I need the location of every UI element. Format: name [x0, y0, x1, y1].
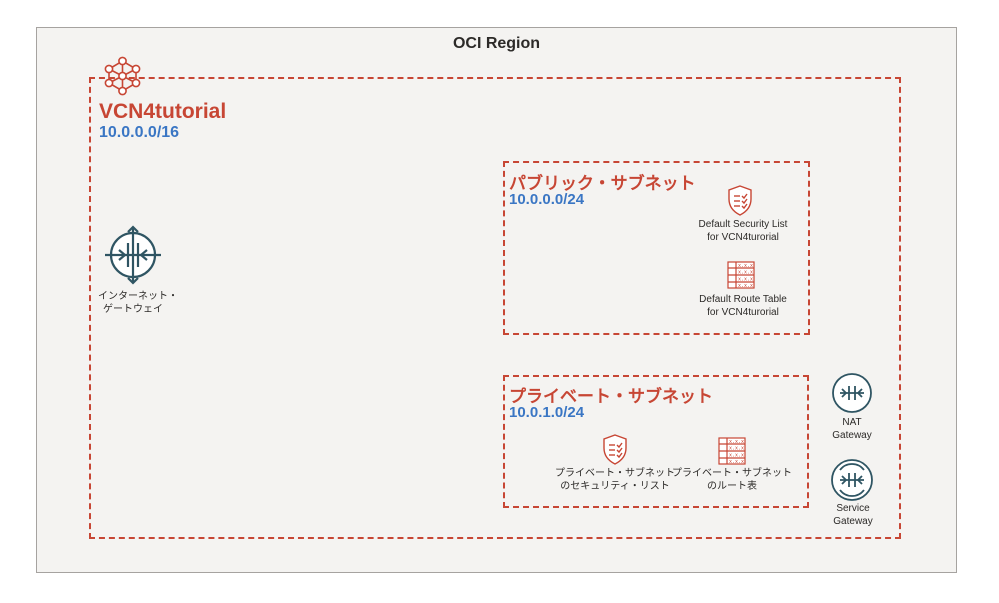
svg-text:x.x.x: x.x.x: [738, 263, 753, 269]
region-title: OCI Region: [452, 35, 541, 52]
public-route-table-label: Default Route Table for VCN4turorial: [699, 294, 787, 318]
service-gateway-icon: [831, 459, 873, 501]
vcn-name: VCN4tutorial: [99, 100, 227, 123]
internet-gateway-icon: [105, 225, 161, 285]
public-subnet-title: パブリック・サブネット: [509, 174, 696, 193]
private-security-list-label: プライベート・サブネット のセキュリティ・リスト: [555, 468, 675, 492]
nat-gateway-label: NAT Gateway: [832, 417, 872, 441]
svg-text:x.x.x: x.x.x: [738, 277, 753, 283]
internet-gateway-label: インターネット・ ゲートウェイ: [98, 291, 178, 315]
nat-gateway-icon: [832, 373, 872, 413]
vcn-boundary: [89, 77, 901, 539]
svg-text:x.x.x: x.x.x: [738, 283, 753, 289]
private-subnet-cidr: 10.0.1.0/24: [509, 404, 585, 421]
svg-text:x.x.x: x.x.x: [729, 446, 744, 452]
security-list-icon: [603, 434, 627, 465]
svg-text:x.x.x: x.x.x: [738, 270, 753, 276]
vcn-cidr: 10.0.0.0/16: [99, 124, 180, 141]
vcn-network-icon: [104, 56, 141, 96]
public-security-list-label: Default Security List for VCN4turorial: [698, 219, 788, 243]
private-subnet-title: プライベート・サブネット: [509, 387, 713, 406]
security-list-icon: [728, 185, 752, 216]
private-subnet: [503, 375, 809, 508]
public-subnet: [503, 161, 810, 335]
service-gateway-label: Service Gateway: [833, 503, 873, 527]
public-subnet-cidr: 10.0.0.0/24: [509, 191, 585, 208]
svg-text:x.x.x: x.x.x: [729, 439, 744, 445]
svg-text:x.x.x: x.x.x: [729, 459, 744, 465]
route-table-icon: x.x.x x.x.x x.x.x x.x.x: [718, 437, 746, 465]
private-route-table-label: プライベート・サブネット のルート表: [672, 468, 792, 492]
svg-text:x.x.x: x.x.x: [729, 453, 744, 459]
route-table-icon: x.x.x x.x.x x.x.x x.x.x: [727, 261, 755, 289]
